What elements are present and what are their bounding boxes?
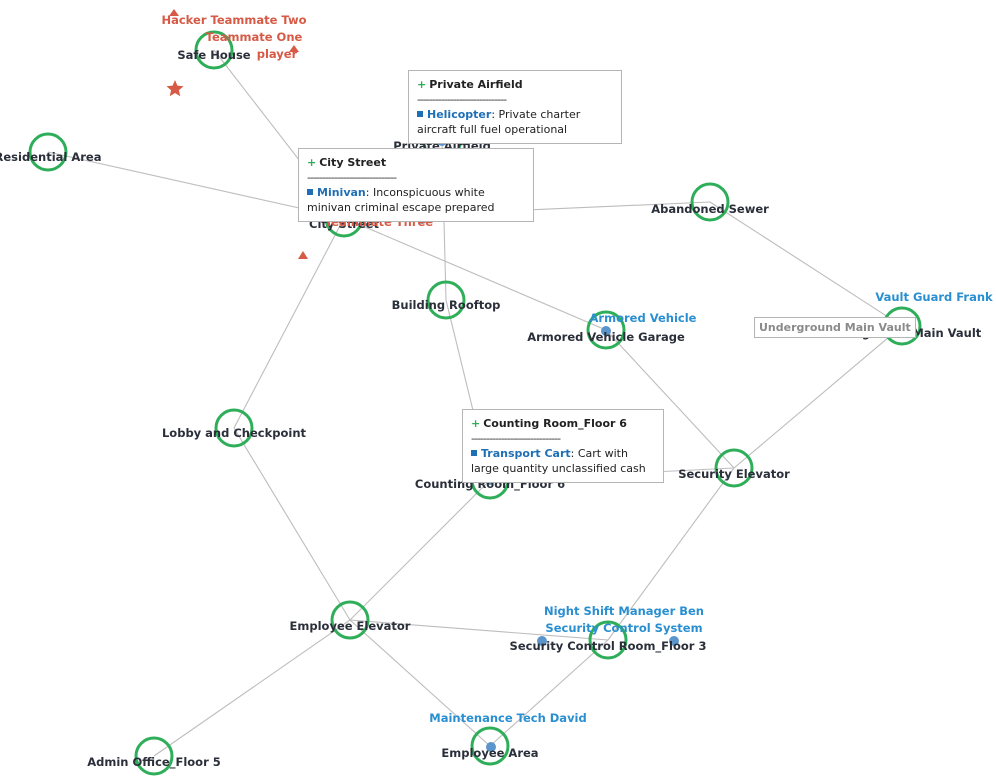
- label-armored-vehicle: Armored Vehicle: [590, 311, 697, 325]
- edge-vault-securityelevator: [733, 325, 903, 469]
- edge-employeeelevator-adminoffice: [153, 619, 351, 757]
- label-teammate-one: Teammate One: [206, 30, 303, 44]
- star-marker-icon[interactable]: [166, 80, 184, 97]
- tooltip-title: Counting Room_Floor 6: [483, 417, 627, 430]
- tooltip-item-desc: : Cart with large quantity unclassified …: [471, 447, 646, 475]
- tooltip-counting-room: +Counting Room_Floor 6 -----------------…: [462, 409, 664, 483]
- label-security-control-room: Security Control Room_Floor 3: [510, 639, 707, 654]
- node-building-rooftop[interactable]: [426, 280, 466, 320]
- edge-citystreet-garage: [343, 217, 607, 331]
- node-armored-vehicle-garage[interactable]: [586, 310, 626, 350]
- label-admin-office: Admin Office_Floor 5: [87, 755, 221, 770]
- tooltip-header: +Private Airfield: [417, 77, 613, 92]
- dot-night-shift-manager[interactable]: [537, 636, 547, 646]
- plus-icon: +: [307, 156, 317, 169]
- tooltip-title: City Street: [319, 156, 387, 169]
- tooltip-header: +City Street: [307, 155, 525, 170]
- triangle-marker-icon[interactable]: [289, 45, 299, 52]
- label-hacker-teammate-two: Hacker Teammate Two: [161, 13, 306, 27]
- label-lobby-and-checkpoint: Lobby and Checkpoint: [162, 426, 307, 440]
- tooltip-item-name: Helicopter: [427, 108, 492, 121]
- label-armored-vehicle-garage: Armored Vehicle Garage: [527, 330, 685, 344]
- node-residential-area[interactable]: [28, 132, 68, 172]
- node-security-elevator[interactable]: [714, 448, 754, 488]
- tooltip-separator: ------------------------------: [307, 171, 397, 184]
- dot-maintenance-tech[interactable]: [486, 742, 496, 752]
- edge-securityelevator-controlroom: [607, 467, 735, 641]
- edge-citystreet-lobby: [233, 217, 345, 429]
- node-admin-office[interactable]: [134, 736, 174, 776]
- label-abandoned-sewer: Abandoned Sewer: [651, 202, 769, 216]
- triangle-marker-icon[interactable]: [298, 251, 308, 259]
- tooltip-title: Private Airfield: [429, 78, 523, 91]
- plus-icon: +: [471, 417, 481, 430]
- square-bullet-icon: [417, 111, 423, 117]
- npc-labels: Vault Guard Frank Armored Vehicle Night …: [429, 290, 993, 725]
- tooltip-item-desc: : Private charter aircraft full fuel ope…: [417, 108, 581, 136]
- tooltip-city-street: +City Street ---------------------------…: [298, 148, 534, 222]
- dot-armored-vehicle[interactable]: [601, 326, 611, 336]
- tooltip-item-name: Transport Cart: [481, 447, 571, 460]
- square-bullet-icon: [471, 450, 477, 456]
- tooltip-item-row: Helicopter: Private charter aircraft ful…: [417, 107, 613, 137]
- edge-lobby-employeeelevator: [233, 427, 351, 621]
- node-employee-elevator[interactable]: [330, 600, 370, 640]
- label-night-shift-manager: Night Shift Manager Ben: [544, 604, 704, 618]
- node-abandoned-sewer[interactable]: [690, 182, 730, 222]
- tooltip-item-desc: : Inconspicuous white minivan criminal e…: [307, 186, 495, 214]
- node-safe-house[interactable]: [194, 30, 234, 70]
- edge-counting-employeeelevator: [349, 479, 491, 621]
- tooltip-private-airfield: +Private Airfield ----------------------…: [408, 70, 622, 144]
- label-security-control-system: Security Control System: [545, 621, 702, 635]
- node-security-control-room[interactable]: [588, 620, 628, 660]
- label-player: player: [257, 47, 298, 61]
- label-vault-guard: Vault Guard Frank: [875, 290, 993, 304]
- plus-icon: +: [417, 78, 427, 91]
- label-employee-elevator: Employee Elevator: [290, 619, 411, 633]
- edge-employeeelevator-controlroom: [349, 619, 609, 641]
- square-bullet-icon: [307, 189, 313, 195]
- label-maintenance-tech: Maintenance Tech David: [429, 711, 587, 725]
- tooltip-item-row: Minivan: Inconspicuous white minivan cri…: [307, 185, 525, 215]
- node-employee-area[interactable]: [470, 726, 510, 766]
- label-residential-area: Residential Area: [0, 150, 101, 164]
- edge-garage-securityelevator: [605, 329, 735, 469]
- label-security-elevator: Security Elevator: [678, 467, 790, 481]
- tooltip-underground-main-vault: Underground Main Vault: [754, 317, 916, 338]
- tooltip-separator: ------------------------------: [417, 93, 507, 106]
- label-employee-area: Employee Area: [441, 746, 538, 760]
- label-safe-house: Safe House: [177, 48, 250, 62]
- edge-controlroom-employeearea: [489, 639, 609, 747]
- dot-security-control-system[interactable]: [669, 636, 679, 646]
- edge-employeeelevator-employeearea: [349, 619, 491, 747]
- label-building-rooftop: Building Rooftop: [392, 298, 501, 312]
- tooltip-header: +Counting Room_Floor 6: [471, 416, 655, 431]
- vault-hover-text: Underground Main Vault: [759, 321, 911, 334]
- edge-residential-citystreet: [47, 151, 345, 219]
- player-markers: [166, 9, 308, 259]
- triangle-marker-icon[interactable]: [169, 9, 179, 16]
- tooltip-item-name: Minivan: [317, 186, 366, 199]
- tooltip-separator: ------------------------------: [471, 432, 561, 445]
- tooltip-item-row: Transport Cart: Cart with large quantity…: [471, 446, 655, 476]
- edge-sewer-vault: [709, 201, 903, 327]
- node-lobby-and-checkpoint[interactable]: [214, 408, 254, 448]
